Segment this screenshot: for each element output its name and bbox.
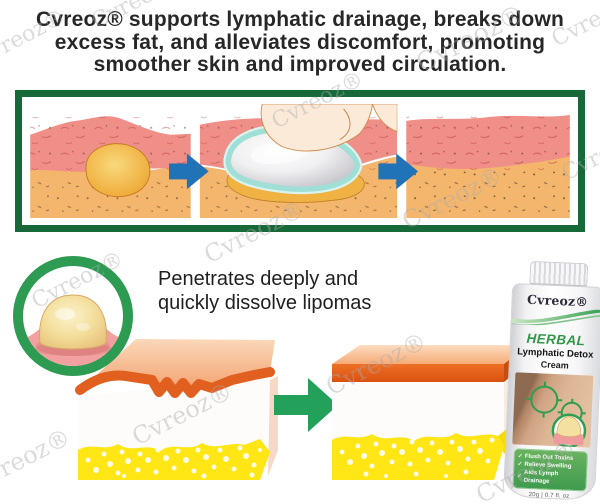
closeup-caption: Penetrates deeply and quickly dissolve l… [158,267,371,315]
panel-cream-application [199,103,398,219]
lipoma-dome [39,294,107,350]
finger-illustration [260,103,398,152]
tube-body-photo [512,372,594,448]
tube-body: Cvreoz® HERBAL Lymphatic Detox Cream [502,283,600,501]
tube-net-weight: 20g | 0.7 fl. oz [528,492,570,500]
headline: Cvreoz® supports lymphatic drainage, bre… [0,8,600,77]
panel-smooth-skin [406,103,570,219]
blue-arrow-right-icon [378,153,419,190]
lipoma-inset-circle [551,413,587,448]
smooth-skin-block [332,345,528,480]
headline-line-2: excess fat, and alleviates discomfort, p… [54,30,546,54]
block-top-face [332,345,528,364]
panel-skin-with-lipoma [30,103,191,219]
check-icon: ✓ [517,453,523,460]
treatment-steps-illustration [30,103,570,219]
smooth-skin-edge [332,364,504,382]
damaged-skin-block [75,339,278,480]
treatment-steps-frame [15,90,585,232]
closeup-caption-line-2: quickly dissolve lipomas [158,292,372,314]
headline-line-1: Cvreoz® supports lymphatic drainage, bre… [35,8,565,31]
damaged-skin-edge [75,367,275,398]
fat-cells-layer [332,412,528,480]
headline-line-3: smoother skin and improved circulation. [93,53,507,76]
tube-green-swoosh [509,308,600,326]
blue-arrow-right-icon [169,153,209,190]
green-arrow-right-icon [274,378,338,432]
check-icon: ✓ [517,461,523,468]
lipoma-closeup-circle [13,256,133,376]
check-icon: ✓ [516,473,523,480]
lipoma-blob [85,143,151,197]
closeup-caption-line-1: Penetrates deeply and [158,268,359,290]
fat-cells-layer [78,439,270,480]
benefit-row: ✓ Aids Lymph Drainage [517,468,584,487]
tube-benefit-list: ✓ Flush Out Toxins ✓ Relieve Swelling ✓ … [512,448,589,492]
product-tube: Cvreoz® HERBAL Lymphatic Detox Cream [501,260,600,504]
benefit-label: Aids Lymph Drainage [523,469,559,485]
